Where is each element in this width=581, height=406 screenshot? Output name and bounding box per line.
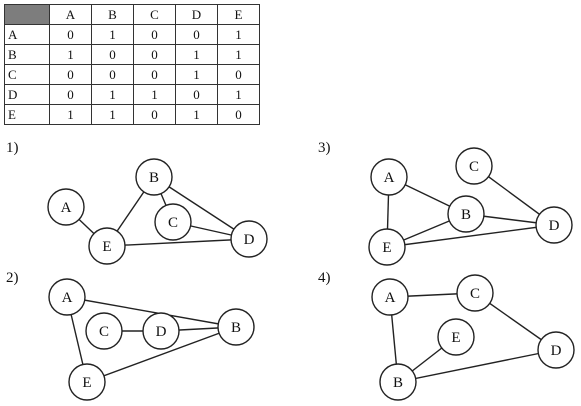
node-A	[47, 188, 85, 226]
node-label-A: A	[61, 200, 72, 216]
node-A	[48, 278, 86, 316]
node-D	[142, 312, 180, 350]
edge-E-D	[386, 224, 555, 248]
graph-1-label: 1)	[6, 140, 19, 156]
node-B	[217, 308, 255, 346]
node-label-E: E	[82, 375, 91, 391]
node-label-C: C	[470, 286, 480, 302]
node-B	[379, 363, 417, 401]
matrix-corner-cell	[4, 4, 50, 25]
node-C	[85, 312, 123, 350]
node-B	[447, 195, 485, 233]
node-E	[88, 227, 126, 265]
node-A	[371, 278, 409, 316]
node-label-C: C	[99, 324, 109, 340]
matrix-row: D 0 1 1 0 1	[4, 84, 260, 105]
node-label-C: C	[469, 159, 479, 175]
adjacency-matrix: A B C D E A 0 1 0 0 1 B 1 0 0 1 1 C 0 0 …	[4, 4, 260, 125]
edge-E-B	[86, 326, 237, 383]
graph-4-label: 4)	[318, 270, 331, 286]
matrix-row: B 1 0 0 1 1	[4, 44, 260, 65]
node-label-A: A	[62, 290, 73, 306]
node-label-A: A	[385, 290, 396, 306]
graph-3-label: 3)	[318, 140, 331, 156]
node-label-B: B	[149, 170, 159, 186]
node-label-D: D	[549, 218, 560, 234]
edge-A-B	[66, 296, 237, 328]
node-C	[154, 203, 192, 241]
node-B	[135, 158, 173, 196]
node-A	[370, 158, 408, 196]
node-label-A: A	[384, 170, 395, 186]
node-label-B: B	[231, 320, 241, 336]
matrix-header-row: A B C D E	[4, 4, 260, 25]
node-E	[68, 363, 106, 401]
node-label-E: E	[382, 240, 391, 256]
node-label-E: E	[451, 330, 460, 346]
node-D	[230, 220, 268, 258]
matrix-cell: 1	[49, 104, 92, 125]
node-C	[456, 274, 494, 312]
node-D	[537, 331, 575, 369]
node-D	[535, 206, 573, 244]
matrix-row: E 1 1 0 1 0	[4, 104, 260, 125]
node-label-B: B	[393, 375, 403, 391]
graph-1: A B C D E	[47, 158, 268, 265]
edge-B-D	[397, 349, 557, 383]
node-label-B: B	[461, 207, 471, 223]
node-label-D: D	[156, 324, 167, 340]
graph-2: A B C D E	[48, 278, 255, 401]
edge-E-D	[106, 238, 250, 247]
node-label-E: E	[102, 239, 111, 255]
matrix-row: C 0 0 0 1 0	[4, 64, 260, 85]
node-E	[368, 228, 406, 266]
matrix-cell: 0	[217, 104, 260, 125]
node-C	[455, 147, 493, 185]
node-label-D: D	[244, 232, 255, 248]
matrix-row-header: E	[4, 104, 50, 125]
graph-3: A B C D E	[368, 147, 573, 266]
node-label-C: C	[168, 215, 178, 231]
graph-4: A B C D E	[371, 274, 575, 401]
edge-B-D	[153, 176, 250, 240]
node-E	[437, 318, 475, 356]
node-label-D: D	[551, 343, 562, 359]
graph-2-label: 2)	[6, 270, 19, 286]
